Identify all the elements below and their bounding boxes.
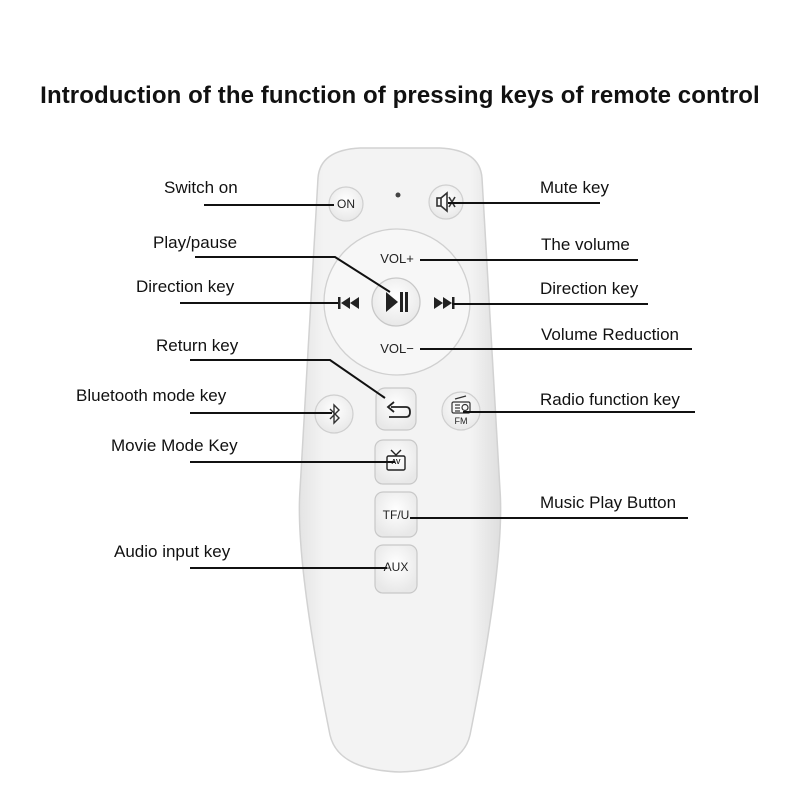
label-return-key: Return key [156,336,239,355]
leader-bluetooth [190,412,332,414]
label-volume-up: The volume [541,235,630,254]
leader-audio-input [190,567,387,569]
tfu-label[interactable]: TF/U [382,508,410,522]
vol-plus-label[interactable]: VOL+ [380,251,414,266]
radio-icon [451,395,471,414]
label-volume-down: Volume Reduction [541,325,679,344]
leader-switch-on [204,204,334,206]
bluetooth-icon [329,403,340,425]
return-arrow-icon [386,401,411,418]
vol-minus-label[interactable]: VOL− [380,341,414,356]
leader-volume-up [420,259,638,261]
leader-volume-down [420,348,692,350]
leader-direction-left [180,302,338,304]
label-direction-left: Direction key [136,277,235,296]
tfu-button [374,491,418,538]
play-pause-icon [386,292,408,312]
previous-track-icon [338,297,359,309]
fm-label[interactable]: FM [454,416,468,426]
tv-icon [386,449,406,471]
page-title: Introduction of the function of pressing… [40,82,760,109]
aux-label[interactable]: AUX [383,560,409,574]
label-switch-on: Switch on [164,178,238,197]
return-button [375,387,417,431]
leader-movie-mode [190,461,395,463]
label-music-play: Music Play Button [540,493,677,512]
leader-radio [463,411,695,413]
leader-mute [448,202,600,204]
label-mute: Mute key [540,178,609,197]
label-bluetooth: Bluetooth mode key [76,386,227,405]
label-radio: Radio function key [540,390,680,409]
leader-music-play [410,517,688,519]
indicator-dot [395,192,401,198]
label-play-pause: Play/pause [153,233,238,252]
av-label: AV [391,459,401,466]
label-movie-mode: Movie Mode Key [111,436,238,455]
leader-direction-right [452,303,648,305]
aux-button [374,544,418,594]
label-audio-input: Audio input key [114,542,231,561]
label-direction-right: Direction key [540,279,639,298]
on-button-label[interactable]: ON [337,197,355,211]
